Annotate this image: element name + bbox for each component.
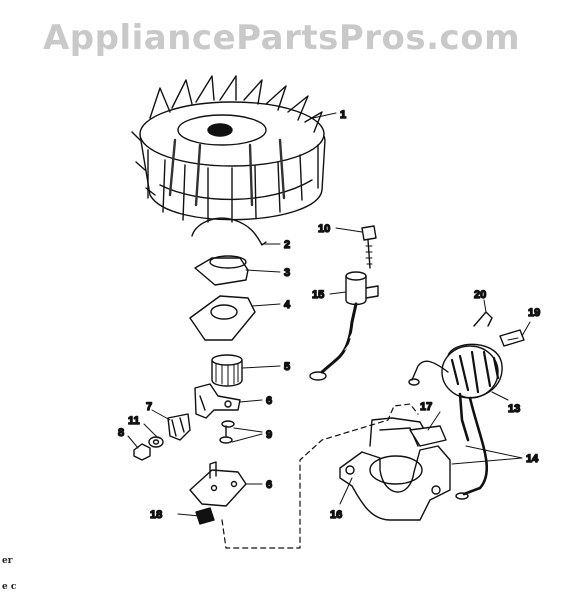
callout-4: 4	[284, 299, 291, 311]
routing-dashed-line	[221, 403, 419, 549]
callout-5: 5	[284, 361, 290, 373]
ignition-coil-part	[408, 343, 503, 399]
callout-10: 10	[318, 223, 330, 235]
callout-1: 1	[340, 109, 346, 121]
mounting-screw-part	[361, 225, 377, 269]
callout-15: 15	[312, 289, 324, 301]
breaker-arm-part	[194, 383, 241, 419]
callout-9: 9	[266, 429, 272, 441]
spring-clip-part	[191, 217, 267, 246]
plate-part	[189, 295, 256, 341]
insulator-part	[195, 507, 215, 525]
callout-11: 11	[128, 415, 140, 427]
callout-8: 8	[118, 427, 124, 439]
callout-19: 19	[528, 307, 540, 319]
callout-6-upper: 6	[266, 395, 272, 407]
callout-13: 13	[508, 403, 520, 415]
flywheel-part	[131, 75, 326, 223]
callout-17: 17	[420, 401, 432, 413]
screw-part	[219, 420, 235, 444]
callout-16: 16	[330, 509, 342, 521]
ignition-wires-part	[455, 392, 489, 500]
callout-18: 18	[150, 509, 162, 521]
mounting-plate-part	[189, 461, 247, 507]
washer-part	[148, 436, 164, 448]
cropped-text-fragment: e c	[2, 582, 17, 592]
callout-2: 2	[284, 239, 290, 251]
bushing-part	[211, 354, 243, 387]
callout-6-lower: 6	[266, 479, 272, 491]
callout-20: 20	[474, 289, 486, 301]
callout-14: 14	[526, 453, 539, 465]
callout-7: 7	[146, 401, 152, 413]
callout-3: 3	[284, 267, 290, 279]
terminal-clip-part	[499, 329, 525, 347]
condenser-part	[309, 271, 379, 381]
leader-lines	[127, 112, 531, 517]
coil-clamp-part	[409, 425, 447, 447]
spring-part	[473, 311, 493, 327]
contact-bracket-part	[167, 413, 191, 441]
sleeve-part	[194, 255, 249, 286]
watermark-text: AppliancePartsPros.com	[42, 18, 520, 58]
cropped-text-fragment: er	[2, 556, 13, 566]
